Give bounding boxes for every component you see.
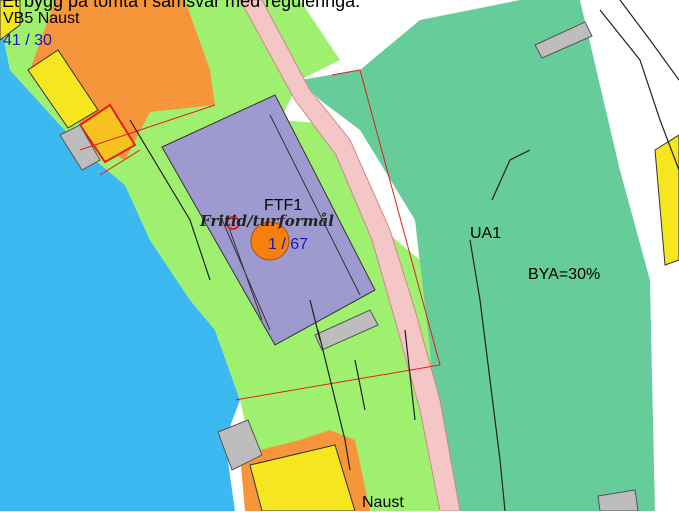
orange-zone-top <box>30 0 215 160</box>
orange-circle-marker-icon[interactable] <box>250 221 290 261</box>
map-caption: Et bygg på tomta i samsvar med regulerin… <box>2 0 361 11</box>
label-vb5-naust: VB5 Naust <box>3 10 80 27</box>
right-building <box>654 134 679 266</box>
label-naust-bottom: Naust <box>362 494 404 511</box>
naust-building-bottom[interactable] <box>249 444 356 511</box>
label-parcel-top: 41 / 30 <box>3 32 52 49</box>
label-bya: BYA=30% <box>528 266 601 283</box>
plan-boundary <box>79 69 441 401</box>
gray-pier-bottom <box>217 419 263 471</box>
naust-building-corner <box>0 0 21 41</box>
ftf1-building[interactable] <box>161 94 376 346</box>
white-land <box>580 0 679 511</box>
sea-area <box>0 20 240 511</box>
terrain-lines <box>129 0 679 511</box>
naust-hatched <box>78 103 137 164</box>
gray-shed-top <box>534 21 593 59</box>
label-fritid-turformal: Fritid/turformål <box>200 212 334 230</box>
gray-shed-bottom <box>597 489 639 511</box>
label-parcel-mid: 1 / 67 <box>268 236 309 253</box>
ramp-top <box>59 124 101 171</box>
label-ftf1: FTF1 <box>264 197 303 214</box>
red-circle-symbol-icon <box>226 216 240 230</box>
ua1-zone <box>300 0 655 511</box>
ftf1-inner-line <box>219 114 361 331</box>
gray-pier-mid <box>314 309 379 351</box>
naust-building-top[interactable] <box>27 49 99 129</box>
road <box>239 0 461 511</box>
label-ua1: UA1 <box>470 225 502 242</box>
